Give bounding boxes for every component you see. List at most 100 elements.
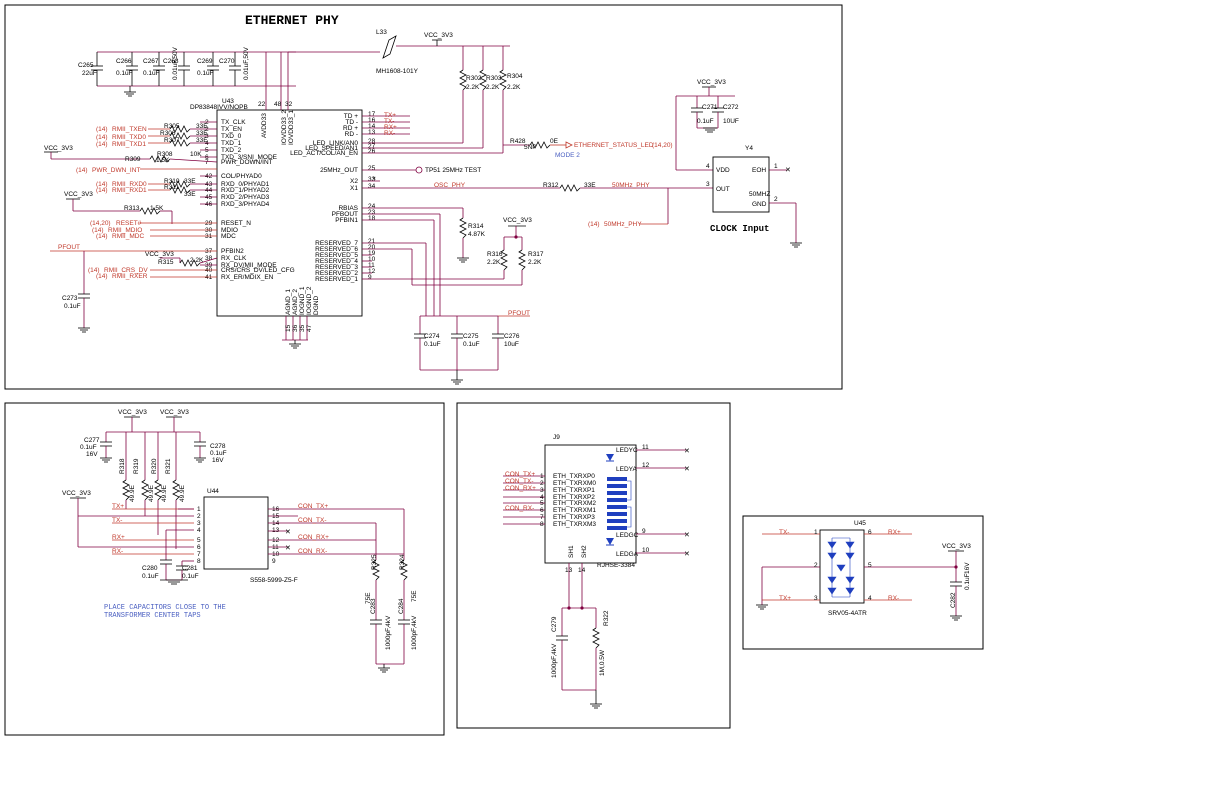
- svg-text:2.2K: 2.2K: [190, 257, 204, 264]
- clock-input-title: CLOCK Input: [710, 224, 769, 234]
- svg-text:R307: R307: [164, 137, 180, 144]
- u43-right-pin-num: 25: [368, 165, 376, 172]
- u43-right-pin-num: 27: [368, 143, 376, 150]
- svg-text:49.9E: 49.9E: [161, 484, 168, 502]
- u43-left-pin-name: TX_CLK: [221, 119, 246, 126]
- svg-text:2.2K: 2.2K: [487, 259, 501, 266]
- svg-text:✕: ✕: [684, 466, 690, 473]
- j9-pin-num: 6: [540, 507, 544, 514]
- svg-text:33E: 33E: [184, 178, 196, 185]
- svg-text:C279: C279: [551, 616, 558, 632]
- svg-text:EOH: EOH: [752, 167, 766, 174]
- svg-text:49.9E: 49.9E: [179, 484, 186, 502]
- svg-text:2.2K: 2.2K: [466, 84, 480, 91]
- u43-left-pin-num: 5: [205, 147, 209, 154]
- svg-text:33E: 33E: [196, 137, 208, 144]
- u44-right-pin-num: 13: [272, 527, 280, 534]
- svg-text:R322: R322: [603, 610, 610, 626]
- svg-text:9: 9: [642, 528, 646, 535]
- svg-text:CON_RX+: CON_RX+: [298, 534, 329, 541]
- svg-text:VCC_3V3: VCC_3V3: [942, 543, 971, 550]
- svg-text:4: 4: [868, 595, 872, 602]
- svg-text:0.01uF,50V: 0.01uF,50V: [172, 46, 179, 80]
- u43-right-pin-name: 25MHz_OUT: [320, 167, 358, 174]
- u43-left-pin-name: RESET_N: [221, 220, 251, 227]
- svg-text:C266: C266: [116, 58, 132, 65]
- u43-left-pin-num: 43: [205, 181, 213, 188]
- svg-text:10K: 10K: [190, 151, 202, 158]
- frame-ethernet-phy: [4, 4, 843, 390]
- svg-text:(14): (14): [96, 273, 108, 280]
- u43-right-pin-name: RESERVED_1: [315, 276, 358, 283]
- svg-text:CON_TX+: CON_TX+: [298, 503, 328, 510]
- u43-right-pin-name: RESERVED_4: [315, 258, 358, 265]
- svg-text:33E: 33E: [584, 182, 596, 189]
- svg-text:10: 10: [642, 547, 650, 554]
- j9-pin-net: CON_RX-: [505, 505, 534, 512]
- svg-text:VCC_3V3: VCC_3V3: [503, 217, 532, 224]
- u43-left-pin-num: 31: [205, 233, 213, 240]
- svg-text:2.2K: 2.2K: [528, 259, 542, 266]
- u43-left-pin-name: PFBIN2: [221, 248, 244, 255]
- svg-text:C275: C275: [463, 333, 479, 340]
- svg-text:L33: L33: [376, 29, 387, 36]
- u43-right-pin-name: TD +: [344, 113, 358, 120]
- svg-text:R316: R316: [487, 251, 503, 258]
- u43-right-pin-name: TD -: [345, 119, 358, 126]
- svg-text:(14): (14): [96, 141, 108, 148]
- svg-text:C278: C278: [210, 443, 226, 450]
- svg-text:RMII_MDIO: RMII_MDIO: [108, 227, 142, 234]
- svg-text:R315: R315: [158, 259, 174, 266]
- svg-text:MODE 2: MODE 2: [555, 152, 580, 159]
- svg-text:RMII_TXEN: RMII_TXEN: [112, 126, 147, 133]
- svg-text:AGND_2: AGND_2: [292, 289, 299, 315]
- svg-text:2.2K: 2.2K: [507, 84, 521, 91]
- svg-text:(14): (14): [96, 187, 108, 194]
- svg-text:33E: 33E: [196, 123, 208, 130]
- svg-text:IOVDD33_2: IOVDD33_2: [281, 110, 288, 145]
- u43-right-pin-num: 26: [368, 148, 376, 155]
- j9-pin-num: 5: [540, 500, 544, 507]
- j9-pin-name: ETH_TXRXP3: [553, 514, 595, 521]
- svg-text:(14): (14): [96, 126, 108, 133]
- svg-text:RX+: RX+: [384, 124, 397, 131]
- svg-text:50MHZ: 50MHZ: [749, 191, 770, 198]
- svg-text:VCC_3V3: VCC_3V3: [118, 409, 147, 416]
- u43-right-pin-num: 13: [368, 129, 376, 136]
- u43-right-pin-num: 11: [368, 262, 375, 269]
- frame-esd: [742, 515, 984, 650]
- u43-right-pin-num: 14: [368, 123, 376, 130]
- svg-text:R312: R312: [543, 182, 559, 189]
- u44-right-pin-num: 14: [272, 520, 280, 527]
- svg-text:R324: R324: [399, 554, 406, 570]
- svg-text:5: 5: [868, 562, 872, 569]
- svg-text:1000pF,4kV: 1000pF,4kV: [551, 643, 558, 678]
- svg-text:36: 36: [292, 324, 299, 332]
- svg-text:R318: R318: [119, 458, 126, 474]
- svg-text:RX-: RX-: [384, 130, 395, 137]
- svg-text:22: 22: [258, 101, 266, 108]
- svg-text:48: 48: [274, 101, 282, 108]
- svg-text:R308: R308: [157, 151, 173, 158]
- u43-left-pin-num: 7: [205, 159, 209, 166]
- svg-text:✕: ✕: [684, 532, 690, 539]
- svg-text:R320: R320: [151, 458, 158, 474]
- svg-text:R305: R305: [164, 123, 180, 130]
- svg-text:VCC_3V3: VCC_3V3: [64, 191, 93, 198]
- svg-text:0.1uF: 0.1uF: [116, 70, 133, 77]
- svg-text:12: 12: [642, 462, 650, 469]
- svg-text:16V: 16V: [86, 451, 98, 458]
- svg-text:4: 4: [706, 163, 710, 170]
- u43-left-pin-num: 29: [205, 220, 213, 227]
- svg-text:(14): (14): [96, 181, 108, 188]
- svg-text:RMII_TXD1: RMII_TXD1: [112, 141, 146, 148]
- svg-text:C283: C283: [370, 598, 377, 614]
- u43-left-pin-num: 6: [205, 154, 209, 161]
- svg-text:DP83848IVV/NOPB: DP83848IVV/NOPB: [190, 104, 248, 111]
- j9-pin-net: CON_TX+: [505, 471, 535, 478]
- svg-text:C265: C265: [78, 62, 94, 69]
- u43-left-pin-num: 30: [205, 227, 213, 234]
